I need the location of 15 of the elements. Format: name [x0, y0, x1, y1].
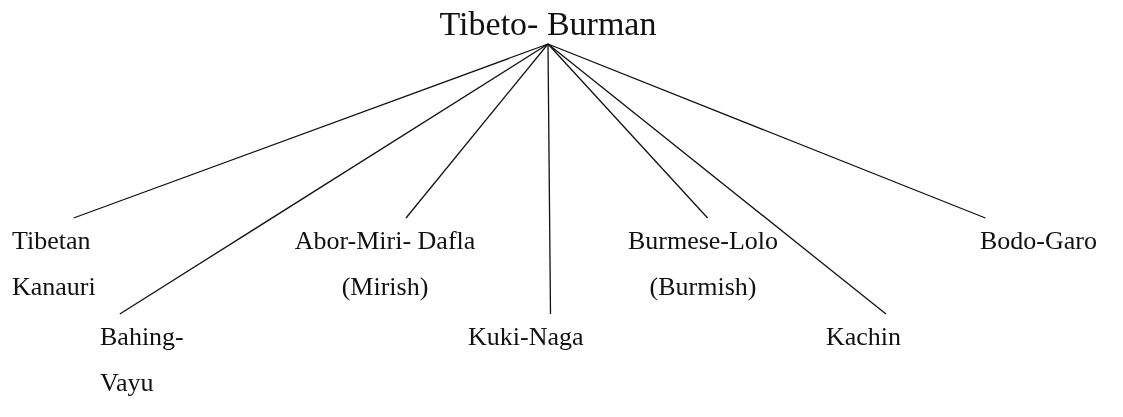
tree-branch-line — [547, 43, 887, 315]
language-group-label: Burmese-Lolo (Burmish) — [588, 218, 818, 310]
language-group-label: Kuki-Naga — [468, 314, 633, 360]
tree-branch-line — [405, 43, 549, 219]
language-group-label: Abor-Miri- Dafla (Mirish) — [280, 218, 490, 310]
tree-branch-line — [119, 43, 549, 315]
language-group-label: Bahing- Vayu — [100, 314, 210, 406]
tree-branch-line — [547, 43, 987, 219]
language-group-label: Bodo-Garo — [980, 218, 1115, 264]
tree-branch-line — [547, 43, 709, 219]
tree-branch-line — [547, 43, 552, 315]
root-language-label: Tibeto- Burman — [400, 4, 696, 44]
language-group-label: Kachin — [826, 314, 926, 360]
tree-branch-line — [72, 43, 549, 219]
language-group-label: Tibetan Kanauri — [12, 218, 122, 310]
